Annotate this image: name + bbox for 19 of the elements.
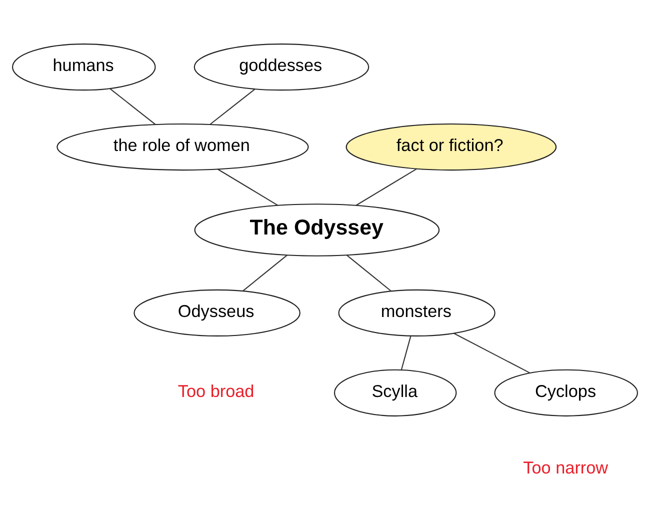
node-ellipse: Odysseus xyxy=(134,288,300,336)
node-ellipse: the role of women xyxy=(56,122,309,170)
node-ellipse: humans xyxy=(12,43,156,90)
node-label: Too broad xyxy=(178,380,254,400)
connector xyxy=(217,168,278,206)
connector xyxy=(210,88,256,124)
connector xyxy=(346,254,392,292)
connector xyxy=(400,335,412,370)
node-ellipse: Scylla xyxy=(334,368,457,416)
node-ellipse: The Odyssey xyxy=(194,203,440,256)
connector xyxy=(242,254,288,291)
connector xyxy=(356,168,418,206)
node-ellipse: monsters xyxy=(338,288,496,336)
node-label: Too narrow xyxy=(523,456,608,477)
node-ellipse: fact or fiction? xyxy=(346,122,557,170)
node-ellipse: Cyclops xyxy=(494,368,638,416)
connector xyxy=(453,332,530,374)
connector xyxy=(110,88,156,124)
node-ellipse: goddesses xyxy=(194,43,370,90)
